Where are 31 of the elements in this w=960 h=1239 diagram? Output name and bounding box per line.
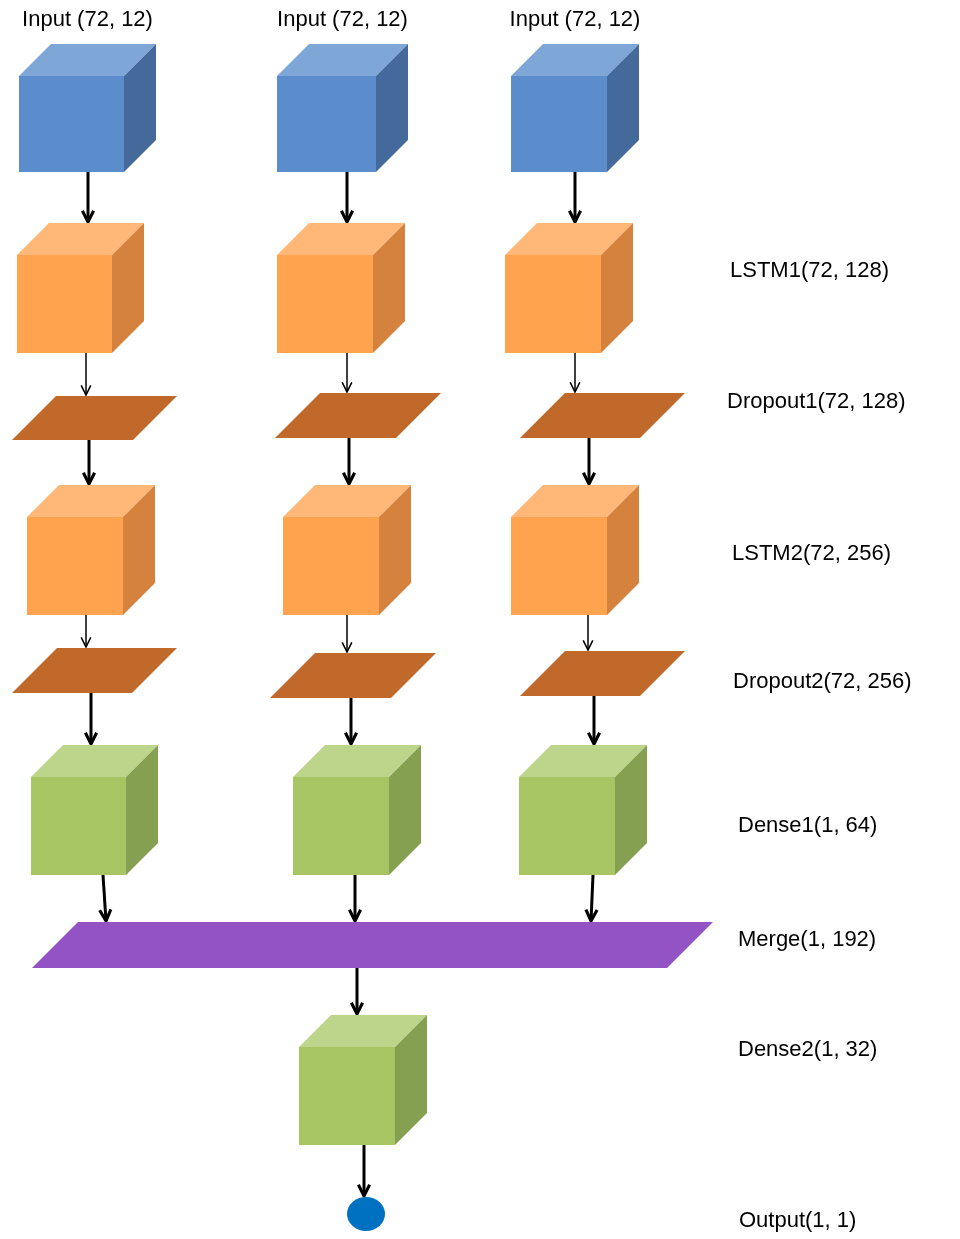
- layer-label: Input (72, 12): [276, 6, 409, 32]
- arrow: [584, 874, 599, 923]
- arrow: [80, 352, 92, 396]
- arrow: [569, 352, 581, 393]
- arrow: [356, 1145, 372, 1198]
- arrow: [81, 440, 97, 486]
- layer-label: Dense1(1, 64): [738, 812, 878, 838]
- layer-label: Output(1, 1): [739, 1207, 857, 1233]
- arrow: [80, 172, 96, 224]
- layer-label: Input (72, 12): [21, 6, 154, 32]
- arrow: [341, 614, 353, 653]
- arrow: [339, 172, 355, 224]
- arrow: [83, 693, 99, 746]
- arrow: [581, 438, 597, 486]
- arrow: [341, 352, 353, 393]
- arrow: [80, 614, 92, 648]
- layer-label: LSTM2(72, 256): [732, 540, 891, 566]
- layer-label: Dropout2(72, 256): [733, 668, 912, 694]
- layer-label: Merge(1, 192): [738, 926, 877, 952]
- arrow: [586, 696, 602, 746]
- arrow: [349, 968, 365, 1016]
- layer-label: Dense2(1, 32): [738, 1036, 878, 1062]
- arrow: [567, 172, 583, 224]
- arrow: [341, 438, 357, 486]
- arrow: [347, 875, 363, 923]
- arrow: [98, 874, 113, 923]
- layer-label: LSTM1(72, 128): [730, 257, 889, 283]
- layer-label: Dropout1(72, 128): [727, 388, 906, 414]
- arrow: [343, 698, 359, 746]
- layer-label: Input (72, 12): [508, 6, 642, 32]
- arrow: [582, 614, 594, 651]
